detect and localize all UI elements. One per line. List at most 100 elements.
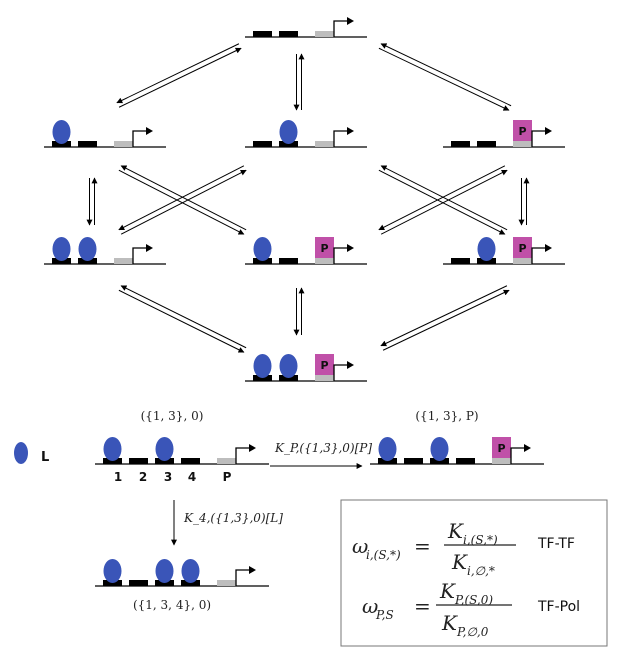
svg-text:i,∅,*: i,∅,* (467, 564, 495, 578)
transcription-start-arrow (235, 569, 249, 586)
transcription-arrowhead (524, 444, 531, 452)
promoter-site (315, 258, 334, 264)
promoter-site (217, 580, 236, 586)
svg-text:ω: ω (362, 594, 378, 618)
transcription-start-arrow (333, 130, 347, 147)
tf-binding-site (253, 141, 272, 147)
state-tf2-pol: P (443, 237, 565, 265)
promoter-site (217, 458, 236, 464)
tf-binding-site (279, 258, 298, 264)
promoter-site (513, 258, 532, 264)
example-state-a (95, 437, 269, 465)
formula-box: ω i,(S,*) = K i,(S,*) K i,∅,* TF-TF ω P,… (340, 499, 608, 647)
arrow-pol-tf1pol (378, 165, 508, 235)
tf-binding-site (451, 141, 470, 147)
state-label-a: ({1, 3}, 0) (141, 409, 204, 423)
transcription-start-arrow (333, 364, 347, 381)
polymerase-label: P (518, 125, 526, 138)
polymerase-label: P (497, 442, 505, 455)
site-label-1: 1 (114, 470, 122, 484)
site-label-3: 3 (164, 470, 172, 484)
transcription-start-arrow (333, 247, 347, 264)
transcription-start-arrow (235, 447, 249, 464)
tf-molecule (155, 437, 174, 461)
tf-molecule (477, 237, 496, 261)
svg-text:=: = (414, 534, 431, 558)
arrow-tf2pol-full (380, 285, 510, 351)
tf-molecule (103, 559, 122, 583)
site-label-4: 4 (188, 470, 196, 484)
transcription-arrowhead (146, 127, 153, 135)
state-tf1 (44, 120, 166, 148)
polymerase-box (315, 354, 334, 375)
tf-binding-site (451, 258, 470, 264)
tf-binding-site (253, 31, 272, 37)
arrow-tf1-tf1pol (118, 165, 247, 235)
svg-text:K: K (451, 550, 468, 574)
promoter-site (315, 375, 334, 381)
arrow-tf1tf2-full (118, 285, 247, 353)
construct-layer: P P P P (44, 17, 565, 382)
example-state-b: P (370, 437, 544, 465)
transcription-start-arrow (531, 130, 545, 147)
ligand-legend-icon (14, 442, 28, 464)
transition-arrows (86, 43, 530, 353)
tf-binding-site (181, 458, 200, 464)
tf-molecule (155, 559, 174, 583)
tf-tf-label: TF-TF (537, 536, 575, 552)
polymerase-box (315, 237, 334, 258)
svg-text:K: K (441, 611, 458, 635)
arrow-tf2-tf1tf2 (118, 165, 247, 235)
svg-text:=: = (414, 594, 431, 618)
tf-molecule (52, 120, 71, 144)
transcription-arrowhead (347, 17, 354, 25)
tf-molecule (279, 120, 298, 144)
promoter-site (114, 258, 133, 264)
svg-text:ω: ω (352, 534, 368, 558)
tf-binding-site (404, 458, 423, 464)
arrow-empty-tf1 (116, 43, 242, 108)
site-labels: 1 2 3 4 P (114, 470, 232, 484)
transcription-arrowhead (249, 444, 256, 452)
arrow-empty-tf2 (293, 53, 305, 111)
tf-pol-formula: ω P,S = K P,(S,0) K P,∅,0 TF-Pol (362, 579, 580, 639)
svg-text:K: K (439, 579, 456, 603)
svg-text:P,∅,0: P,∅,0 (456, 625, 489, 639)
polymerase-box (513, 120, 532, 141)
example-state-c (95, 559, 269, 587)
polymerase-box (513, 237, 532, 258)
state-tf2 (245, 120, 367, 148)
polymerase-label: P (320, 359, 328, 372)
promoter-site (315, 141, 334, 147)
tf-binding-site (129, 458, 148, 464)
polymerase-box (492, 437, 511, 458)
site-label-p: P (223, 470, 232, 484)
state-full: P (245, 354, 367, 382)
transcription-start-arrow (531, 247, 545, 264)
transcription-arrowhead (249, 566, 256, 574)
arrow-tf1-tf1tf2 (86, 177, 98, 226)
ligand-legend-label: L (41, 450, 49, 465)
promoter-site (492, 458, 511, 464)
state-label-c: ({1, 3, 4}, 0) (133, 598, 211, 612)
state-pol: P (443, 120, 565, 148)
state-tf1-pol: P (245, 237, 367, 265)
tf-binding-site (129, 580, 148, 586)
transcription-start-arrow (333, 20, 347, 37)
promoter-site (513, 141, 532, 147)
transcription-arrowhead (347, 361, 354, 369)
polymerase-label: P (518, 242, 526, 255)
arrow-tf1pol-full (293, 287, 305, 336)
svg-text:K: K (447, 519, 464, 543)
state-tf1-tf2 (44, 237, 166, 265)
tf-molecule (430, 437, 449, 461)
svg-text:i,(S,*): i,(S,*) (463, 533, 498, 547)
site-label-2: 2 (139, 470, 147, 484)
arrow-tf2-tf2pol (378, 165, 508, 235)
promoter-site (315, 31, 334, 37)
tf-pol-label: TF-Pol (537, 599, 580, 615)
transcription-arrowhead (347, 127, 354, 135)
transcription-arrowhead (146, 244, 153, 252)
transcription-start-arrow (132, 247, 146, 264)
